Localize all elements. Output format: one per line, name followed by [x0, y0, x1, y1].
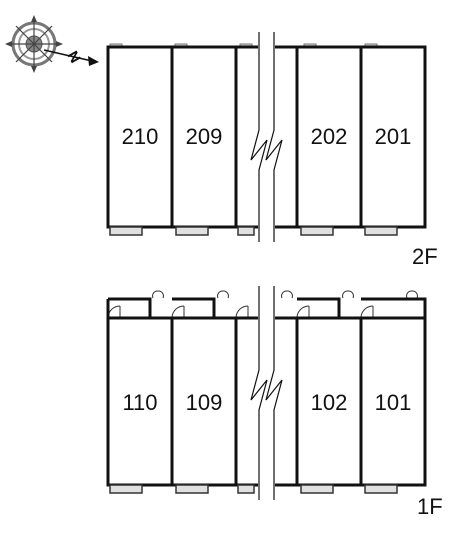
compass-icon — [5, 15, 99, 73]
room-number: 101 — [375, 390, 412, 415]
break-mark-1f — [250, 286, 283, 500]
door-swings — [107, 290, 418, 319]
room-number: 209 — [186, 124, 223, 149]
floor-label-1f: 1F — [417, 494, 443, 519]
floor-1f: 110 109 102 101 1F — [106, 286, 443, 519]
room-number: 109 — [186, 390, 223, 415]
room-number: 202 — [311, 124, 348, 149]
floor-2f: 210 209 202 201 2F — [106, 32, 438, 269]
compass-north-label: N — [63, 48, 83, 66]
room-number: 210 — [122, 124, 159, 149]
room-number: 102 — [311, 390, 348, 415]
room-number: 110 — [122, 390, 157, 415]
room-number: 201 — [375, 124, 412, 149]
break-mark-2f — [250, 32, 283, 242]
floor-label-2f: 2F — [412, 244, 438, 269]
